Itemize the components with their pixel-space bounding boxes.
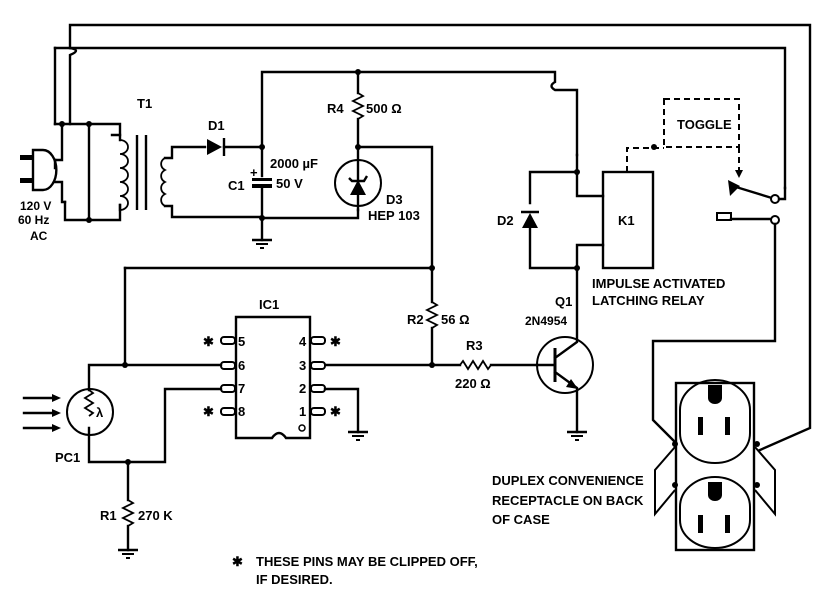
duplex-receptacle-icon [654,379,776,552]
ic1-pin5-clip-marker: ✱ [203,334,214,349]
receptacle-desc-line3: OF CASE [492,512,550,527]
ac-plug-icon [20,148,67,204]
plug-voltage-label: 120 V [20,199,51,213]
ic1-pin1-clip-marker: ✱ [330,404,341,419]
ic1-pin4-clip-marker: ✱ [330,334,341,349]
note-line2: IF DESIRED. [256,572,333,587]
wire-primary-bottom [87,203,122,222]
resistor-r3-icon [320,359,539,371]
r4-value: 500 Ω [366,101,402,116]
receptacle-desc-line2: RECEPTACLE ON BACK [492,493,644,508]
r1-label: R1 [100,508,117,523]
r2-value: 56 Ω [441,312,470,327]
transformer-t1-icon [110,133,264,219]
q1-label: Q1 [555,294,572,309]
plug-ac-label: AC [30,229,48,243]
ic1-pin5: 5 [238,334,245,349]
ic1-package-icon [123,315,368,464]
r2-label: R2 [407,312,424,327]
wire-plug-bottom [63,122,91,222]
photocell-pc1-icon: λ [66,266,131,465]
receptacle-desc-line1: DUPLEX CONVENIENCE [492,473,644,488]
resistor-r4-icon [350,69,434,270]
wire-hop [68,46,78,126]
svg-text:+: + [250,165,258,180]
note-line1: THESE PINS MAY BE CLIPPED OFF, [256,554,478,569]
note-marker: ✱ [232,554,243,569]
wire-plug-top [53,122,64,162]
wire-top-inner [53,46,787,190]
pc1-label: PC1 [55,450,80,465]
zener-d3-icon [334,145,382,212]
ac-bus-wires [53,23,812,452]
svg-text:λ: λ [96,405,104,420]
diode-d1-icon [207,138,264,156]
ic1-label: IC1 [259,297,279,312]
wire-top-outer [68,23,812,452]
capacitor-c1-icon: + [250,70,579,249]
r1-value: 270 K [138,508,173,523]
ic1-pin8-clip-marker: ✱ [203,404,214,419]
light-rays-icon [22,394,61,432]
d2-label: D2 [497,213,514,228]
ic1-pin8: 8 [238,404,245,419]
d1-label: D1 [208,118,225,133]
junction [86,217,92,223]
r3-value: 220 Ω [455,376,491,391]
ic1-pin4: 4 [299,334,307,349]
k1-label: K1 [618,213,635,228]
junction [59,121,65,127]
wire-primary-top [53,122,122,137]
d3-label: D3 [386,192,403,207]
toggle-label: TOGGLE [677,117,732,132]
transistor-q1-icon [535,268,594,441]
relay-contacts-icon [651,180,787,444]
ic1-pin1: 1 [299,404,306,419]
t1-label: T1 [137,96,152,111]
k1-desc-line1: IMPULSE ACTIVATED [592,276,725,291]
junction [86,121,92,127]
k1-desc-line2: LATCHING RELAY [592,293,705,308]
ic1-pin2: 2 [299,381,306,396]
r4-label: R4 [327,101,344,116]
c1-voltage: 50 V [276,176,303,191]
c1-capacitance: 2000 µF [270,156,318,171]
d3-value: HEP 103 [368,208,420,223]
ic1-pin3: 3 [299,358,306,373]
ic1-pin7: 7 [238,381,245,396]
diode-d2-icon [521,153,580,271]
plug-frequency-label: 60 Hz [18,213,49,227]
q1-value: 2N4954 [525,314,567,328]
relay-k1-icon [575,170,655,270]
r3-label: R3 [466,338,483,353]
resistor-r1-icon [118,460,138,559]
toggle-linkage-icon [626,98,743,178]
ic1-pin6: 6 [238,358,245,373]
c1-label: C1 [228,178,245,193]
